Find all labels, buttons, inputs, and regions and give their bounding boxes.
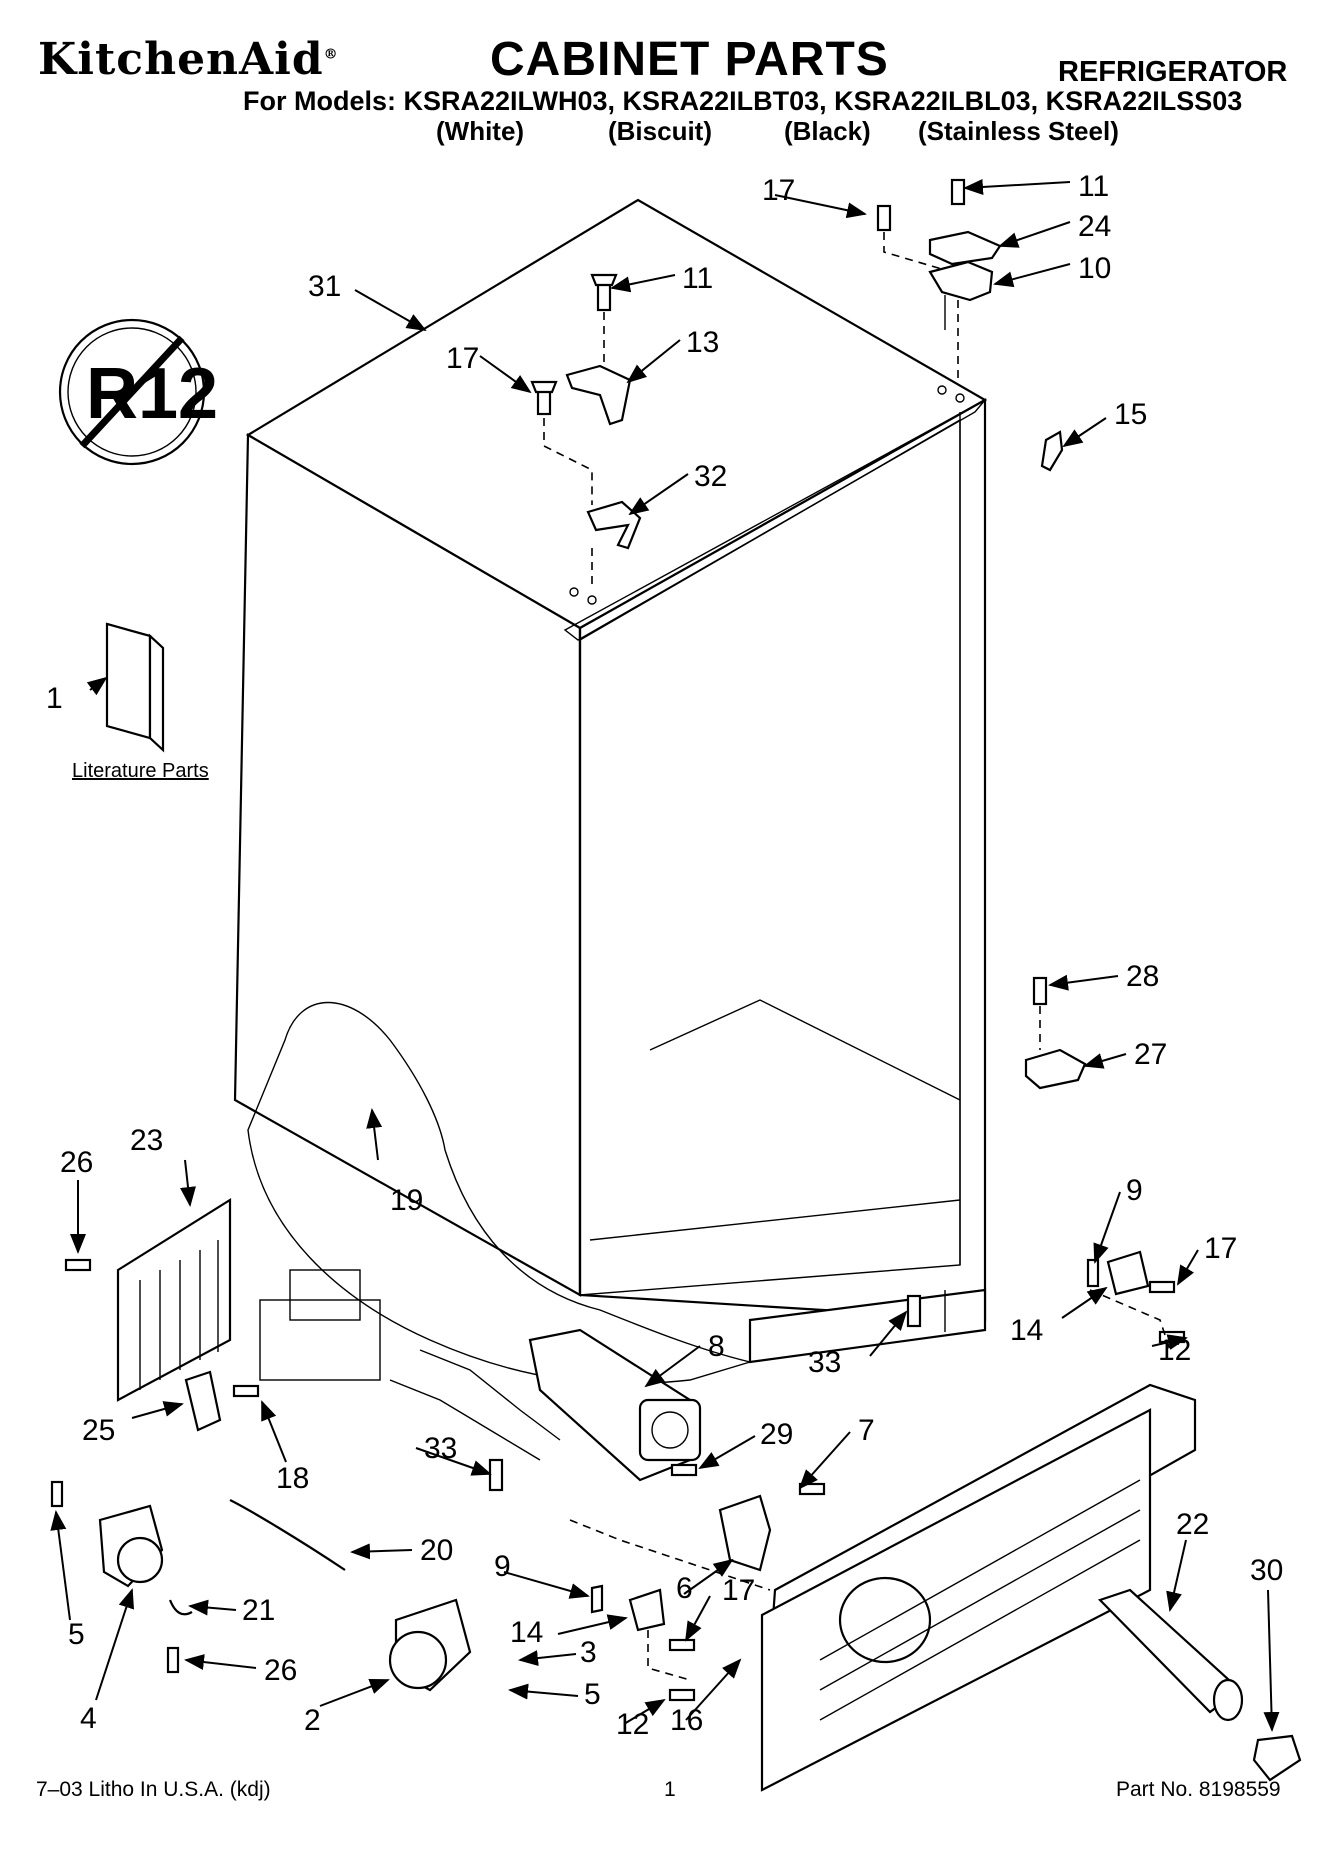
callout-33-left: 33	[424, 1432, 457, 1465]
callout-29: 29	[760, 1418, 793, 1451]
literature-parts-label: Literature Parts	[72, 760, 209, 782]
callout-2: 2	[304, 1704, 321, 1737]
callout-30: 30	[1250, 1554, 1283, 1587]
literature-booklet	[105, 622, 165, 753]
callout-21: 21	[242, 1594, 275, 1627]
callout-32: 32	[694, 460, 727, 493]
no-r12-badge: R12	[58, 318, 218, 466]
right-hinge-middle	[1024, 976, 1087, 1090]
callout-12-mid: 12	[616, 1708, 649, 1741]
callout-19: 19	[390, 1184, 423, 1217]
callout-4: 4	[80, 1702, 97, 1735]
callout-27: 27	[1134, 1038, 1167, 1071]
lower-grille-panel	[116, 1198, 232, 1402]
lower-mid-fittings	[488, 1250, 1186, 1702]
callout-14-right: 14	[1010, 1314, 1043, 1347]
footer-part-number: Part No. 8198559	[1116, 1778, 1281, 1801]
callout-23: 23	[130, 1124, 163, 1157]
callout-33-right: 33	[808, 1346, 841, 1379]
callout-8: 8	[708, 1330, 725, 1363]
callout-labels: 1 2 3 4 5 5 6 7 8 9 9 10 11 11 12 12 13 …	[46, 170, 1283, 1741]
callout-28: 28	[1126, 960, 1159, 993]
callout-26-bottom: 26	[264, 1654, 297, 1687]
callout-5-left: 5	[68, 1618, 85, 1651]
lower-left-fittings	[50, 1258, 472, 1692]
callout-17-center: 17	[446, 342, 479, 375]
callout-9-right: 9	[1126, 1174, 1143, 1207]
compressor-area	[259, 1269, 702, 1482]
callout-20: 20	[420, 1534, 453, 1567]
brand-logo: KitchenAid®	[38, 34, 339, 85]
callout-25: 25	[82, 1414, 115, 1447]
top-hinge-center	[530, 273, 642, 605]
callout-22: 22	[1176, 1508, 1209, 1541]
cutaway-outline	[247, 1002, 753, 1385]
callout-3: 3	[580, 1636, 597, 1669]
variant-black: (Black)	[784, 116, 871, 146]
callout-26-left: 26	[60, 1146, 93, 1179]
callout-12-right: 12	[1158, 1334, 1191, 1367]
footer-litho: 7–03 Litho In U.S.A. (kdj)	[36, 1778, 271, 1801]
callout-7: 7	[858, 1414, 875, 1447]
callout-10: 10	[1078, 252, 1111, 285]
callout-15: 15	[1114, 398, 1147, 431]
variant-white: (White)	[436, 116, 525, 146]
callout-24: 24	[1078, 210, 1111, 243]
callout-17-right: 17	[1204, 1232, 1237, 1265]
water-filter	[1097, 1588, 1302, 1782]
callout-31: 31	[308, 270, 341, 303]
callout-18: 18	[276, 1462, 309, 1495]
callout-14-mid: 14	[510, 1616, 543, 1649]
models-line: For Models: KSRA22ILWH03, KSRA22ILBT03, …	[243, 86, 1243, 116]
footer-page-number: 1	[664, 1778, 676, 1801]
callout-17-mid: 17	[722, 1574, 755, 1607]
callout-5-mid: 5	[584, 1678, 601, 1711]
page-title: CABINET PARTS	[490, 33, 889, 86]
callout-11-center: 11	[682, 262, 713, 295]
top-hinge-right	[876, 178, 1064, 472]
leader-arrows	[50, 178, 1280, 1732]
callout-1: 1	[46, 682, 63, 715]
kick-plate-grille	[760, 1383, 1197, 1792]
callout-9-mid: 9	[494, 1550, 511, 1583]
callout-6: 6	[676, 1572, 693, 1605]
variant-biscuit: (Biscuit)	[608, 116, 712, 146]
callout-13: 13	[686, 326, 719, 359]
callout-17-top: 17	[762, 174, 795, 207]
variant-stainless: (Stainless Steel)	[918, 116, 1119, 146]
callout-11-right: 11	[1078, 170, 1109, 203]
page-subtitle: REFRIGERATOR	[1058, 56, 1288, 88]
cabinet-shell	[233, 198, 988, 1364]
